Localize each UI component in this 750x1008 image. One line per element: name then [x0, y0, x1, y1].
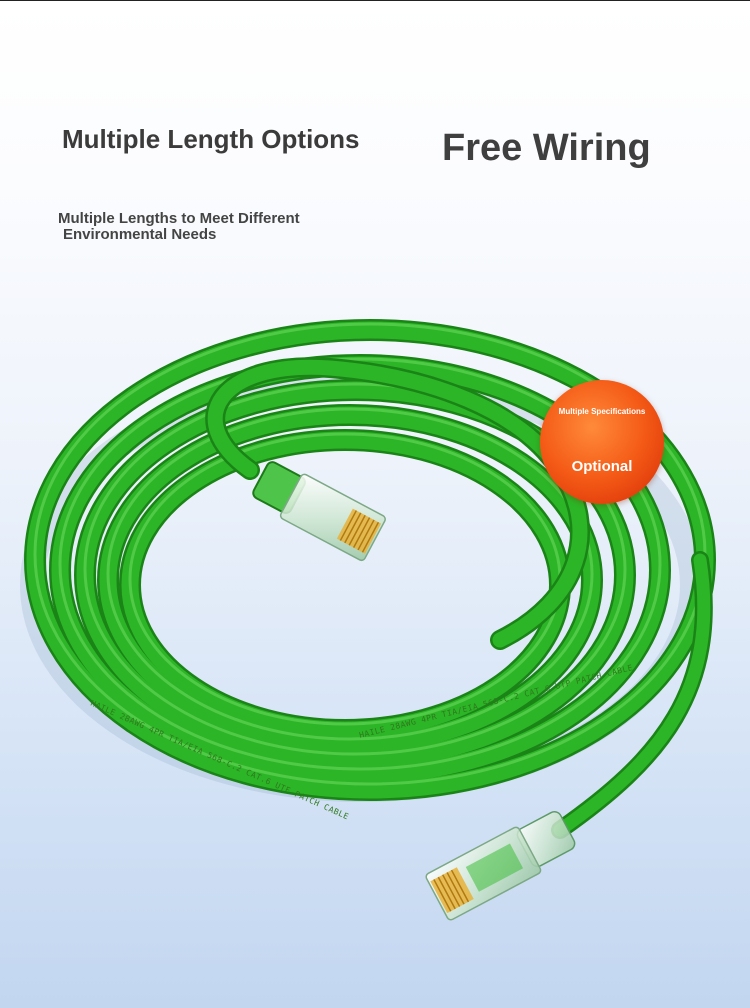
subtitle: Multiple Lengths to Meet Different Envir…	[58, 211, 378, 243]
subtitle-line-1: Multiple Lengths to Meet Different	[58, 210, 300, 227]
optional-badge: Multiple Specifications Optional	[540, 380, 664, 504]
subtitle-line-2: Environmental Needs	[63, 226, 217, 243]
multiple-length-heading: Multiple Length Options	[62, 124, 360, 154]
badge-main-text: Optional	[571, 458, 633, 475]
cable-coils	[24, 319, 716, 839]
rj45-plug-bottom	[425, 810, 576, 921]
top-border	[0, 0, 750, 1]
free-wiring-heading: Free Wiring	[442, 127, 651, 169]
badge-small-text: Multiple Specifications	[558, 407, 646, 416]
rj45-plug-top	[252, 461, 386, 562]
